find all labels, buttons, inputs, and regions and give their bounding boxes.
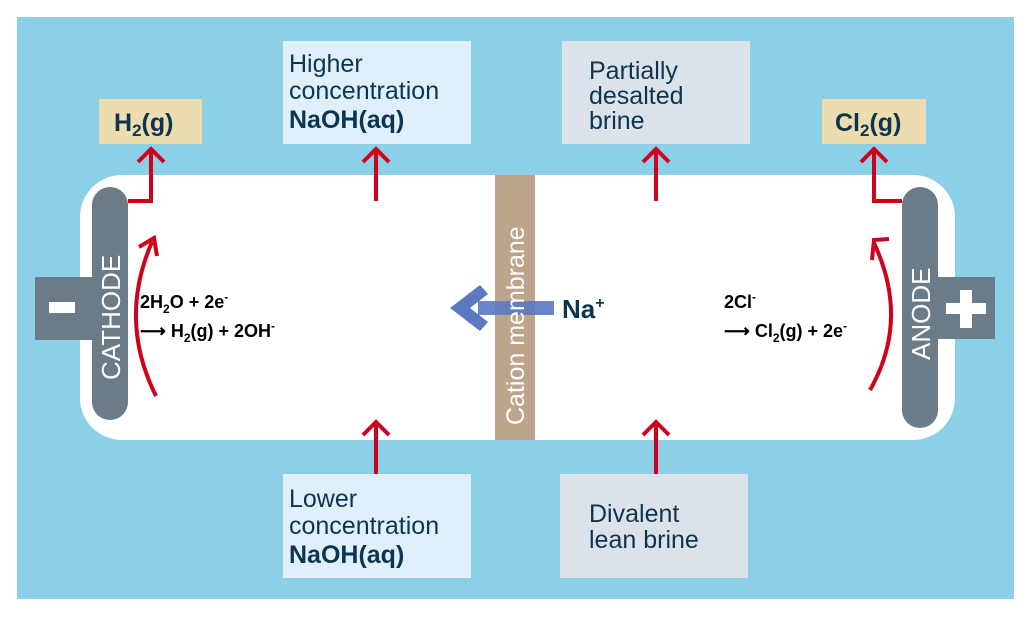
naoh-high-line3: NaOH(aq)	[289, 106, 404, 134]
brine-lean-inflow-arrow	[641, 419, 671, 474]
naoh-low-line1: Lower	[289, 485, 357, 513]
brine-desalted-line2: desalted	[589, 82, 684, 110]
cl2-gas-box: Cl2(g)	[822, 99, 926, 144]
cl2-outflow-arrow	[859, 146, 902, 203]
cathode-reaction-line1: 2H2O + 2e-	[140, 290, 228, 316]
naoh-low-line3: NaOH(aq)	[289, 541, 404, 569]
naoh-high-output-box: Higher concentration NaOH(aq)	[283, 41, 471, 144]
naoh-high-line1: Higher	[289, 50, 363, 78]
cathode-label: CATHODE	[96, 255, 126, 380]
h2-gas-box: H2(g)	[99, 99, 202, 144]
cathode-reaction-curve-arrow	[133, 234, 159, 397]
naoh-high-outflow-arrow	[361, 146, 391, 201]
brine-lean-line2: lean brine	[589, 526, 699, 554]
brine-desalted-line3: brine	[589, 107, 645, 135]
brine-lean-line1: Divalent	[589, 500, 679, 528]
cathode-electrode	[92, 187, 128, 420]
plus-icon	[946, 290, 986, 328]
anode-label: ANODE	[906, 268, 936, 360]
anode-reaction-curve-arrow	[868, 237, 894, 391]
naoh-low-inflow-arrow	[361, 419, 391, 474]
brine-desalted-output-box: Partially desalted brine	[562, 41, 750, 144]
naoh-low-line2: concentration	[289, 512, 439, 540]
sodium-ion-arrow	[450, 285, 554, 331]
brine-lean-input-box: Divalent lean brine	[560, 474, 748, 578]
h2-outflow-arrow	[128, 146, 166, 203]
naoh-low-input-box: Lower concentration NaOH(aq)	[283, 474, 471, 578]
anode-electrode	[902, 187, 938, 428]
anode-reaction-line1: 2Cl-	[724, 290, 756, 312]
cathode-reaction-line2: ⟶ H2(g) + 2OH-	[140, 319, 275, 345]
brine-desalted-outflow-arrow	[641, 146, 671, 201]
sodium-ion-label: Na+	[562, 294, 605, 324]
cl2-gas-label: Cl2(g)	[835, 109, 901, 140]
naoh-high-line2: concentration	[289, 77, 439, 105]
anode-reaction-line2: ⟶ Cl2(g) + 2e-	[724, 319, 847, 345]
h2-gas-label: H2(g)	[114, 109, 173, 140]
membrane-label: Cation membrane	[502, 226, 530, 425]
brine-desalted-line1: Partially	[589, 57, 678, 85]
minus-icon	[49, 302, 75, 313]
